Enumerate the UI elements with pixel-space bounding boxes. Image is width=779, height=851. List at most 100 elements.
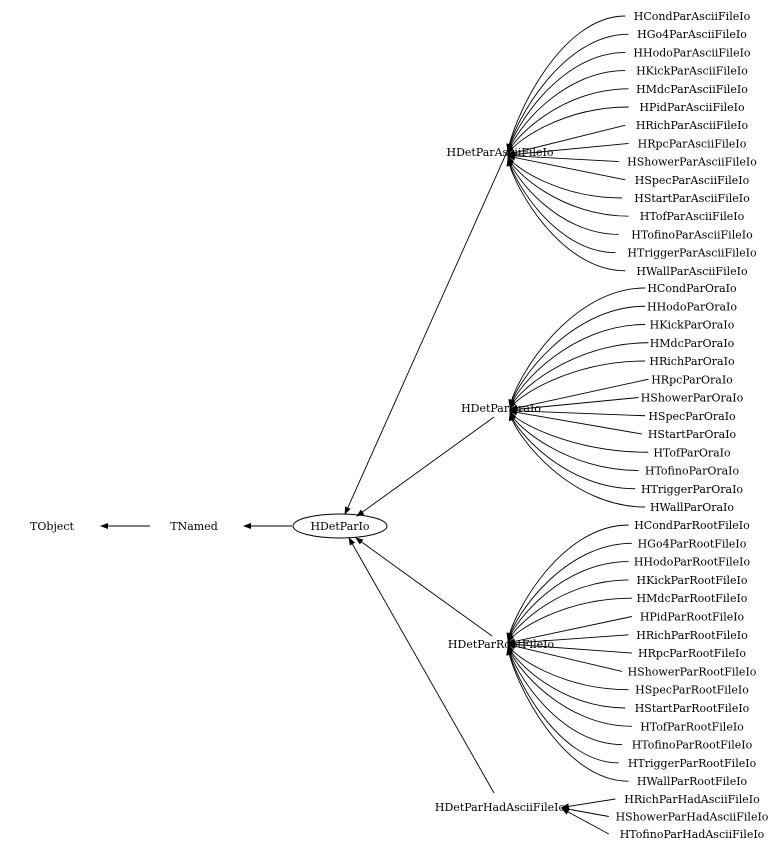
- edge-hshowerparoraio-to-hdetparoraio: [509, 397, 639, 413]
- node-hshowerparhadasciifileio[interactable]: HShowerParHadAsciiFileIo: [616, 811, 769, 824]
- node-hgo4parrootfileio[interactable]: HGo4ParRootFileIo: [638, 537, 747, 550]
- node-hdetparasciifileio[interactable]: HDetParAsciiFileIo: [447, 146, 554, 159]
- node-hcondparrootfileio[interactable]: HCondParRootFileIo: [634, 519, 750, 532]
- edge-htriggerparasciifileio-to-hdetparasciifileio: [506, 157, 616, 254]
- node-hstartparrootfileio[interactable]: HStartParRootFileIo: [635, 702, 750, 715]
- edge-hmdcparrootfileio-to-hdetparrootfileio: [507, 597, 632, 644]
- node-hshowerparrootfileio[interactable]: HShowerParRootFileIo: [628, 665, 757, 678]
- edge-htofinoparoraio-to-hdetparoraio: [509, 411, 639, 471]
- node-hwallparoraio[interactable]: HWallParOraIo: [650, 501, 734, 514]
- node-htriggerparrootfileio[interactable]: HTriggerParRootFileIo: [628, 757, 757, 770]
- edge-hkickparrootfileio-to-hdetparrootfileio: [507, 579, 629, 643]
- node-hdetparrootfileio[interactable]: HDetParRootFileIo: [448, 638, 555, 651]
- edge-hhodoparoraio-to-hdetparoraio: [508, 305, 646, 408]
- node-htofparrootfileio[interactable]: HTofParRootFileIo: [640, 720, 744, 733]
- edge-hrichparrootfileio-to-hdetparrootfileio: [507, 634, 629, 646]
- edge-hshowerparasciifileio-to-hdetparasciifileio: [507, 152, 619, 163]
- edge-hrpcparrootfileio-to-hdetparrootfileio: [507, 641, 632, 654]
- node-hmdcparoraio[interactable]: HMdcParOraIo: [650, 337, 735, 350]
- node-hcondparasciifileio[interactable]: HCondParAsciiFileIo: [634, 10, 751, 23]
- node-hshowerparoraio[interactable]: HShowerParOraIo: [641, 392, 744, 405]
- node-hrpcparrootfileio[interactable]: HRpcParRootFileIo: [638, 647, 746, 660]
- node-hrichparoraio[interactable]: HRichParOraIo: [649, 355, 735, 368]
- edge-hwallparasciifileio-to-hdetparasciifileio: [506, 158, 626, 272]
- edge-hrpcparoraio-to-hdetparoraio: [509, 378, 649, 411]
- node-hwallparrootfileio[interactable]: HWallParRootFileIo: [637, 775, 748, 788]
- node-htofinoparrootfileio[interactable]: HTofinoParRootFileIo: [632, 739, 753, 752]
- leaf-nodes: HCondParAsciiFileIoHGo4ParAsciiFileIoHHo…: [616, 10, 769, 841]
- node-hmdcparrootfileio[interactable]: HMdcParRootFileIo: [637, 592, 748, 605]
- edge-hdetparrootfileio-to-hdetpario: [355, 537, 493, 637]
- edge-htofparrootfileio-to-hdetparrootfileio: [507, 645, 632, 727]
- edge-hdetparhadasciifileio-to-hdetpario: [348, 537, 495, 794]
- node-hpidparasciifileio[interactable]: HPidParAsciiFileIo: [639, 101, 745, 114]
- node-hrpcparasciifileio[interactable]: HRpcParAsciiFileIo: [638, 137, 747, 150]
- edge-hhodoparrootfileio-to-hdetparrootfileio: [507, 561, 629, 642]
- node-hhodoparrootfileio[interactable]: HHodoParRootFileIo: [634, 556, 751, 569]
- node-hhodoparasciifileio[interactable]: HHodoParAsciiFileIo: [633, 46, 751, 59]
- edge-hstartparrootfileio-to-hdetparrootfileio: [507, 644, 626, 709]
- node-htriggerparoraio[interactable]: HTriggerParOraIo: [641, 483, 743, 496]
- node-hspecparoraio[interactable]: HSpecParOraIo: [648, 410, 736, 423]
- node-hshowerparasciifileio[interactable]: HShowerParAsciiFileIo: [627, 156, 757, 169]
- edge-hcondparasciifileio-to-hdetparasciifileio: [506, 15, 626, 152]
- edge-hkickparoraio-to-hdetparoraio: [509, 324, 646, 409]
- edge-hrpcparasciifileio-to-hdetparasciifileio: [507, 142, 629, 158]
- node-hkickparasciifileio[interactable]: HKickParAsciiFileIo: [636, 65, 748, 78]
- edge-hwallparoraio-to-hdetparoraio: [508, 412, 646, 508]
- edge-htofparoraio-to-hdetparoraio: [509, 410, 649, 453]
- edge-hwallparrootfileio-to-hdetparrootfileio: [506, 647, 629, 782]
- edge-hspecparoraio-to-hdetparoraio: [509, 407, 646, 417]
- node-hspecparrootfileio[interactable]: HSpecParRootFileIo: [635, 684, 749, 697]
- node-hdetparhadasciifileio[interactable]: HDetParHadAsciiFileIo: [435, 801, 566, 814]
- edge-hpidparasciifileio-to-hdetparasciifileio: [507, 106, 629, 155]
- node-htofinoparhadasciifileio[interactable]: HTofinoParHadAsciiFileIo: [620, 828, 765, 841]
- node-tnamed[interactable]: TNamed: [170, 520, 218, 533]
- node-hspecparasciifileio[interactable]: HSpecParAsciiFileIo: [635, 174, 750, 187]
- node-hrpcparoraio[interactable]: HRpcParOraIo: [651, 373, 733, 386]
- node-hwallparasciifileio[interactable]: HWallParAsciiFileIo: [636, 265, 748, 278]
- node-hstartparasciifileio[interactable]: HStartParAsciiFileIo: [634, 192, 750, 205]
- edge-htriggerparrootfileio-to-hdetparrootfileio: [506, 646, 619, 764]
- edge-hhodoparasciifileio-to-hdetparasciifileio: [506, 51, 626, 153]
- node-tobject[interactable]: TObject: [30, 520, 74, 533]
- edge-hrichparhadasciifileio-to-hdetparhadasciifileio: [561, 798, 616, 810]
- node-htofinoparasciifileio[interactable]: HTofinoParAsciiFileIo: [631, 228, 753, 241]
- edge-hkickparasciifileio-to-hdetparasciifileio: [507, 70, 626, 154]
- edge-hmdcparasciifileio-to-hdetparasciifileio: [507, 88, 629, 155]
- node-htriggerparasciifileio[interactable]: HTriggerParAsciiFileIo: [627, 247, 757, 260]
- edge-hcondparrootfileio-to-hdetparrootfileio: [506, 524, 629, 641]
- leaf-edges: [506, 15, 649, 835]
- edge-htofinoparhadasciifileio-to-hdetparhadasciifileio: [561, 808, 610, 835]
- node-hdetparoraio[interactable]: HDetParOraIo: [461, 402, 541, 415]
- edge-hstartparoraio-to-hdetparoraio: [509, 409, 642, 435]
- edge-hrichparasciifileio-to-hdetparasciifileio: [507, 124, 626, 156]
- node-hdetpario-outline: [292, 513, 388, 539]
- node-hmdcparasciifileio[interactable]: HMdcParAsciiFileIo: [636, 83, 748, 96]
- edge-hcondparoraio-to-hdetparoraio: [508, 287, 646, 408]
- node-hgo4parasciifileio[interactable]: HGo4ParAsciiFileIo: [637, 28, 747, 41]
- node-hkickparoraio[interactable]: HKickParOraIo: [650, 319, 735, 332]
- node-hdetpario[interactable]: HDetParIo: [292, 513, 388, 539]
- node-htofparasciifileio[interactable]: HTofParAsciiFileIo: [640, 210, 745, 223]
- edge-hrichparoraio-to-hdetparoraio: [509, 360, 646, 410]
- edge-hpidparrootfileio-to-hdetparrootfileio: [507, 616, 632, 645]
- node-htofinoparoraio[interactable]: HTofinoParOraIo: [645, 465, 740, 478]
- edge-hshowerparhadasciifileio-to-hdetparhadasciifileio: [561, 806, 609, 817]
- node-htofparoraio[interactable]: HTofParOraIo: [653, 446, 731, 459]
- node-hhodoparoraio[interactable]: HHodoParOraIo: [647, 300, 737, 313]
- node-hrichparhadasciifileio[interactable]: HRichParHadAsciiFileIo: [624, 793, 760, 806]
- edge-hgo4parasciifileio-to-hdetparasciifileio: [506, 33, 629, 153]
- edge-hgo4parrootfileio-to-hdetparrootfileio: [506, 542, 632, 642]
- node-hrichparasciifileio[interactable]: HRichParAsciiFileIo: [636, 119, 749, 132]
- group-edges: [344, 144, 511, 794]
- edge-hdetparasciifileio-to-hdetpario: [344, 144, 511, 515]
- node-hrichparrootfileio[interactable]: HRichParRootFileIo: [636, 629, 748, 642]
- node-hcondparoraio[interactable]: HCondParOraIo: [647, 282, 737, 295]
- edge-hdetparoraio-to-hdetpario: [356, 416, 495, 517]
- edge-htofinoparrootfileio-to-hdetparrootfileio: [506, 646, 623, 746]
- node-hkickparrootfileio[interactable]: HKickParRootFileIo: [637, 574, 748, 587]
- node-hpidparrootfileio[interactable]: HPidParRootFileIo: [640, 611, 745, 624]
- node-hstartparoraio[interactable]: HStartParOraIo: [648, 428, 737, 441]
